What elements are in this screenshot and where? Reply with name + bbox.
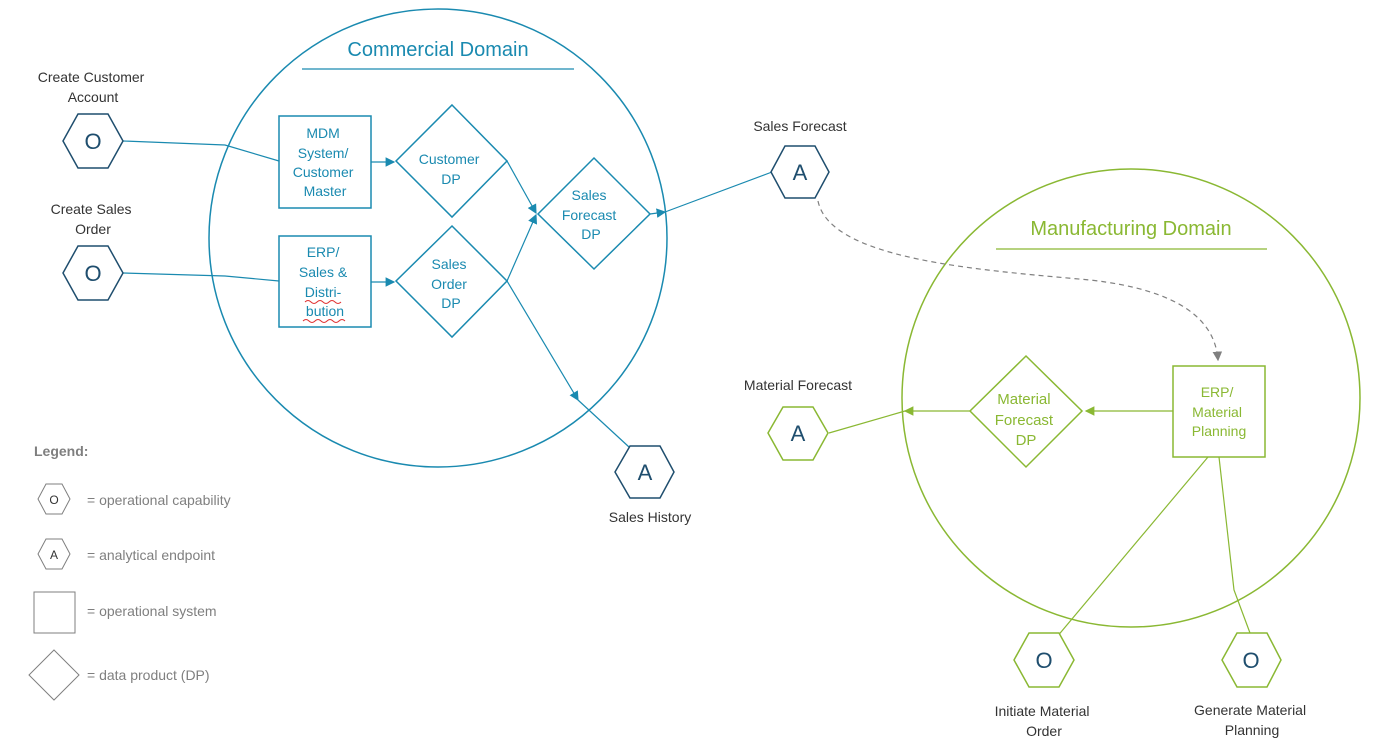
manufacturing-connectors	[828, 406, 1251, 639]
generate-material-planning-hexagon-icon[interactable]: O	[1221, 632, 1282, 688]
legend-title: Legend:	[34, 443, 88, 459]
commercial-domain-circle	[208, 8, 668, 468]
erp-material-planning-box[interactable]: ERP/ Material Planning	[1172, 365, 1266, 458]
create-sales-order-label: Create Sales Order	[51, 201, 136, 237]
erp-sales-distribution-box[interactable]: ERP/ Sales & Distri- bution	[278, 235, 372, 328]
svg-text:A: A	[50, 548, 58, 562]
svg-text:O: O	[49, 493, 58, 507]
sales-forecast-dp-diamond[interactable]: Sales Forecast DP	[536, 156, 652, 271]
commercial-domain-title: Commercial Domain	[347, 39, 528, 61]
mdm-system-box[interactable]: MDM System/ Customer Master	[278, 115, 372, 209]
manufacturing-domain-title: Manufacturing Domain	[1030, 218, 1231, 240]
svg-text:O: O	[1035, 648, 1052, 673]
svg-text:Sales Forecast DP: Sales Forecast DP	[562, 187, 620, 242]
material-forecast-label: Material Forecast	[744, 377, 852, 393]
svg-text:MDM System/ Custom: MDM System/ Customer Master	[293, 125, 358, 199]
legend-operational-capability: O = operational capability	[37, 483, 231, 515]
svg-text:A: A	[793, 160, 808, 185]
legend-analytical-endpoint: A = analytical endpoint	[37, 538, 215, 570]
sales-order-dp-diamond[interactable]: Sales Order DP	[394, 224, 509, 339]
svg-text:= data product (DP): = data product (DP)	[87, 667, 210, 683]
diamond-icon	[28, 649, 80, 701]
svg-text:O: O	[84, 129, 101, 154]
customer-dp-diamond[interactable]: Customer DP	[394, 103, 509, 219]
legend: Legend: O = operational capability A = a…	[28, 443, 231, 701]
create-customer-account-hexagon-icon[interactable]: O	[62, 113, 124, 169]
initiate-material-order-hexagon-icon[interactable]: O	[1013, 632, 1075, 688]
svg-text:= operational system: = operational system	[87, 603, 217, 619]
cross-domain-dashed-arrow	[817, 200, 1223, 362]
sales-forecast-hexagon-icon[interactable]: A	[770, 145, 830, 199]
sales-history-hexagon-icon[interactable]: A	[614, 445, 675, 499]
commercial-connectors	[122, 140, 773, 448]
svg-text:ERP/ Sales & Distr: ERP/ Sales & Distri- bution	[299, 244, 351, 319]
svg-text:A: A	[638, 460, 653, 485]
svg-text:Material Forecast: Material Forecast DP	[995, 391, 1058, 449]
sales-history-label: Sales History	[609, 509, 691, 525]
svg-text:O: O	[84, 261, 101, 286]
square-icon	[33, 591, 76, 634]
manufacturing-domain-circle	[901, 168, 1361, 628]
create-sales-order-hexagon-icon[interactable]: O	[62, 245, 124, 301]
generate-material-planning-label: Generate Material Planning	[1194, 702, 1310, 738]
svg-text:Customer DP: Customer DP	[419, 151, 484, 187]
legend-operational-system: = operational system	[33, 591, 217, 634]
sales-forecast-label: Sales Forecast	[753, 118, 846, 134]
hexagon-icon	[37, 538, 71, 570]
svg-text:A: A	[791, 421, 806, 446]
svg-text:= analytical endpoint: = analytical endpoint	[87, 547, 215, 563]
svg-text:= operational capability: = operational capability	[87, 492, 231, 508]
initiate-material-order-label: Initiate Material Order	[995, 703, 1094, 739]
svg-text:O: O	[1242, 648, 1259, 673]
create-customer-account-label: Create Customer Account	[38, 69, 148, 105]
hexagon-icon	[37, 483, 71, 515]
material-forecast-dp-diamond[interactable]: Material Forecast DP	[968, 354, 1084, 469]
svg-text:ERP/ Material Plan: ERP/ Material Planning	[1192, 384, 1247, 439]
legend-data-product: = data product (DP)	[28, 649, 210, 701]
svg-text:Sales Order DP: Sales Order DP	[431, 256, 471, 311]
material-forecast-hexagon-icon[interactable]: A	[767, 406, 829, 461]
